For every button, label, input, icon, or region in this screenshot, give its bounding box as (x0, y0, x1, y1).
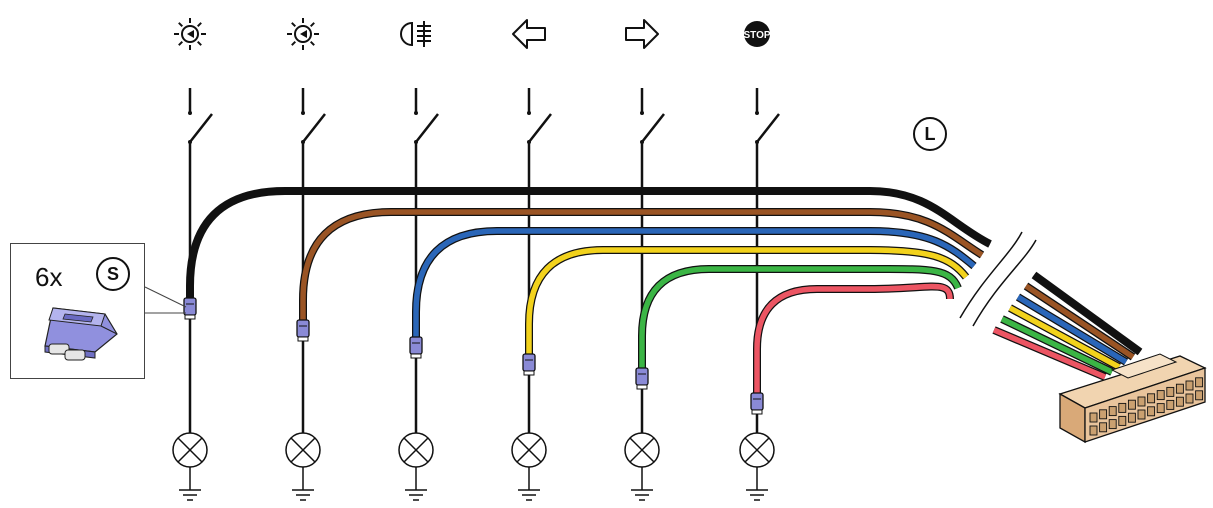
callout-leader-line (144, 286, 187, 314)
harness-break-symbol (959, 231, 1037, 327)
harness-wire-1 (1032, 272, 1142, 355)
harness-plug-connector (992, 271, 1207, 444)
stop-lamp-icon: STOP (743, 21, 771, 47)
function-icons: STOP (174, 18, 771, 50)
rear-fog-lamp-icon (400, 21, 431, 47)
switch-blade (528, 113, 552, 143)
plug-pin (1166, 386, 1175, 397)
splice-connector-3 (409, 336, 423, 359)
lamp-symbol (398, 432, 434, 468)
quantity-label: 6x (35, 262, 63, 292)
ground-symbol (292, 467, 314, 501)
splice-connector-callout: 6x S (10, 243, 145, 379)
splice-connector-6 (750, 392, 764, 415)
circuit-6 (739, 88, 780, 501)
splice-connector-2 (296, 319, 310, 342)
splice-connector-4 (522, 353, 536, 376)
stop-text: STOP (743, 30, 770, 41)
wire-5 (639, 266, 961, 377)
turn-right-arrow-icon (625, 19, 659, 49)
plug-pin (1099, 422, 1108, 433)
ground-symbol (631, 467, 653, 501)
plug-pin (1147, 406, 1156, 417)
harness-wire-5 (1000, 316, 1114, 375)
reversing-lamp-icon (287, 18, 319, 50)
ground-symbol (179, 467, 201, 501)
lamp-symbol (172, 432, 208, 468)
ground-symbol (405, 467, 427, 501)
plug-pin (1195, 390, 1204, 401)
plug-pin (1108, 406, 1117, 417)
lamp-symbol (285, 432, 321, 468)
plug-pin (1156, 403, 1165, 414)
plug-pin (1089, 412, 1098, 423)
harness-label-l: L (913, 117, 947, 151)
lamp-symbol (624, 432, 660, 468)
switch-blade (302, 113, 326, 143)
wire-1 (187, 188, 992, 307)
switch-blade (415, 113, 439, 143)
plug-body (1058, 353, 1207, 444)
plug-pin (1089, 425, 1098, 436)
turn-left-arrow-icon (512, 19, 546, 49)
plug-pin (1127, 412, 1136, 423)
switch-blade (189, 113, 213, 143)
wire-4 (526, 247, 969, 363)
part-label-s: S (96, 257, 130, 291)
plug-pin (1185, 393, 1194, 404)
circuit-5 (624, 88, 665, 501)
plug-pin (1118, 415, 1127, 426)
wire-6 (754, 283, 953, 402)
ground-symbol (518, 467, 540, 501)
plug-pin (1118, 402, 1127, 413)
plug-pin (1195, 377, 1204, 388)
plug-pin (1156, 390, 1165, 401)
lamp-symbol (739, 432, 775, 468)
harness-wire-6 (992, 327, 1107, 380)
plug-pin (1108, 419, 1117, 430)
switch-blade (756, 113, 780, 143)
plug-pin (1137, 409, 1146, 420)
plug-pin (1099, 409, 1108, 420)
plug-pin (1175, 383, 1184, 394)
ground-symbol (746, 467, 768, 501)
plug-pin (1127, 399, 1136, 410)
plug-pin (1185, 380, 1194, 391)
splice-connector-5 (635, 367, 649, 390)
wire-2 (300, 209, 984, 329)
wire-3 (413, 228, 976, 346)
plug-pin (1147, 393, 1156, 404)
splice-connectors (183, 297, 764, 415)
plug-pin (1175, 396, 1184, 407)
switch-blade (641, 113, 665, 143)
plug-pin (1166, 399, 1175, 410)
lamp-circuits (172, 88, 780, 501)
wire-harness (186, 187, 992, 402)
harness-wire-4 (1008, 305, 1121, 370)
plug-pin (1137, 396, 1146, 407)
lamp-symbol (511, 432, 547, 468)
harness-wire-3 (1016, 294, 1128, 365)
reversing-lamp-icon (174, 18, 206, 50)
splice-connector-1 (183, 297, 197, 320)
harness-wire-2 (1024, 283, 1135, 360)
splice-connector-image (44, 307, 118, 361)
